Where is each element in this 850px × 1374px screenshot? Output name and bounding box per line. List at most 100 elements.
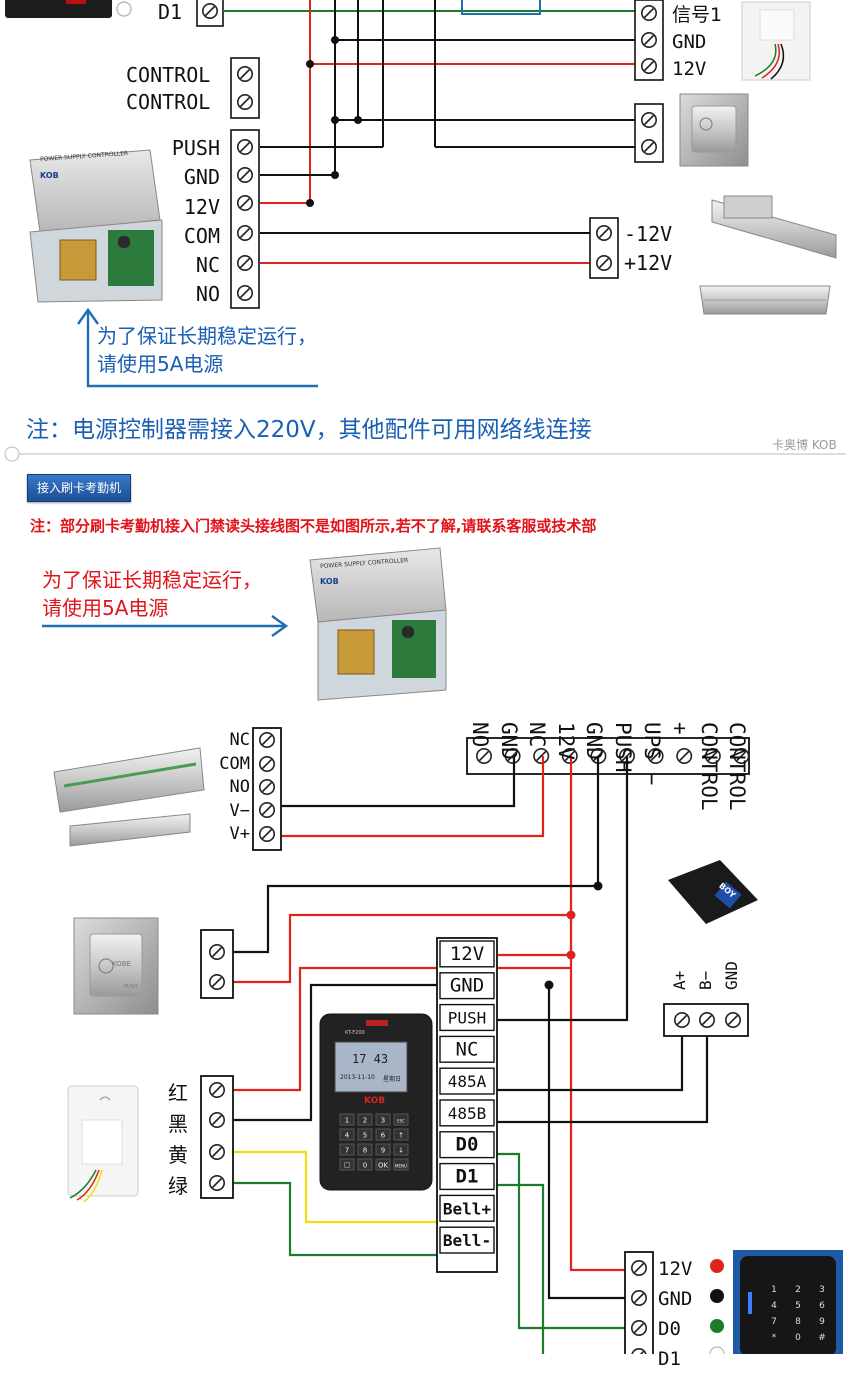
machine-terminal-label: GND: [450, 975, 484, 997]
top-psu-note-line1: 为了保证长期稳定运行，: [97, 324, 317, 348]
keypad-key: [375, 1128, 391, 1141]
keypad-key-label: 4: [345, 1132, 350, 1140]
top-control-label-2: CONTROL: [126, 90, 211, 114]
keypad-key: [357, 1128, 373, 1141]
psu-screw: [533, 747, 550, 765]
top-reader-device: [5, 0, 132, 18]
attendance-machine-button[interactable]: 接入刷卡考勤机: [27, 474, 131, 502]
psu-screw: [475, 747, 493, 765]
bottom-psu-image-brand: KOB: [320, 577, 339, 586]
bottom-psu-arrow: [42, 615, 289, 637]
bell-black-label: 黑: [168, 1112, 188, 1136]
top-psu-com-label: COM: [183, 223, 220, 248]
exit-button-mark: PUSH: [124, 984, 138, 990]
maglock-no-label: NO: [229, 777, 250, 797]
maglock-vneg-label: V−: [229, 800, 250, 821]
bottom-wires: [233, 756, 709, 1354]
top-psu-image-brand: KOB: [40, 171, 59, 180]
top-button-terminal: [634, 103, 664, 163]
reader-key-label: #: [818, 1333, 826, 1343]
bottom-junctions-red: [566, 910, 576, 960]
bottom-psu-label: GND: [582, 722, 607, 760]
bottom-button-terminal: [200, 929, 234, 999]
machine-terminal-cell: [439, 1194, 495, 1222]
doorbell-image: [67, 1085, 139, 1203]
top-lock-labels: -12V +12V: [624, 220, 672, 278]
machine-terminal-label: 12V: [450, 943, 484, 965]
bottom-psu-note-line2: 请使用5A电源: [42, 596, 169, 620]
keypad-key-label: 5: [363, 1132, 367, 1140]
keypad-key: [339, 1113, 355, 1126]
bell-red-wire: [233, 966, 571, 1092]
top-psu-nc-label: NC: [195, 253, 220, 278]
machine-terminal-label: 485A: [448, 1072, 487, 1091]
machine-screen-date: 2013-11-10: [340, 1074, 375, 1081]
reader-12v-label: 12V: [658, 1258, 693, 1280]
top-wall-reader-image: [741, 1, 811, 81]
bell-yellow-label: 黄: [168, 1143, 188, 1167]
reader-key-label: 1: [771, 1285, 777, 1295]
top-psu-note: 为了保证长期稳定运行， 请使用5A电源: [97, 322, 317, 378]
bell-red-label: 红: [168, 1081, 188, 1105]
top-control-labels: CONTROL CONTROL: [126, 62, 210, 116]
top-psu-gnd-label: GND: [183, 165, 220, 190]
bottom-psu-label: PUSH: [611, 722, 635, 773]
machine-screen-number: 17 43: [352, 1052, 389, 1066]
keypad-key: [357, 1158, 373, 1171]
top-exit-button-image: [679, 93, 749, 167]
bottom-psu-note: 为了保证长期稳定运行， 请使用5A电源: [42, 566, 262, 622]
watermark: 卡奥博 KOB: [772, 438, 837, 452]
bottom-reader-terminal: [624, 1251, 654, 1354]
reader-d0-label: D0: [658, 1318, 681, 1340]
bottom-junctions: [544, 881, 603, 990]
keypad-key-label: MENU: [395, 1164, 407, 1169]
top-psu-terminal: [230, 129, 260, 309]
keypad-key: [393, 1113, 409, 1126]
keypad-key-label: 8: [363, 1147, 367, 1155]
bottom-psu-label: GND: [496, 722, 521, 760]
machine-terminal-label: 485B: [448, 1104, 487, 1123]
converter-image: [668, 860, 758, 924]
top-lock-neg-label: -12V: [624, 222, 673, 246]
machine-terminal-cell: [439, 1226, 495, 1254]
top-control-label-1: CONTROL: [126, 63, 211, 87]
bottom-maglock-labels: NC COM NO V− V+: [208, 729, 250, 847]
maglock-vpos-label: V+: [229, 824, 250, 844]
machine-terminal-label: Bell-: [443, 1231, 491, 1250]
top-bottom-note: 注：电源控制器需接入220V，其他配件可用网络线连接: [26, 417, 592, 443]
psu-screw: [676, 747, 693, 765]
keypad-key-label: ESC: [397, 1119, 405, 1124]
top-psu-12v-label: 12V: [183, 194, 220, 219]
bottom-psu-note-line1: 为了保证长期稳定运行，: [42, 568, 262, 592]
top-psu-arrow: [77, 307, 318, 388]
machine-terminal-label: PUSH: [448, 1009, 487, 1028]
reader-key-label: 9: [819, 1317, 825, 1327]
maglock-nc-label: NC: [229, 730, 250, 750]
reader-color-dots: [709, 1259, 725, 1354]
top-psu-image: [29, 149, 163, 303]
machine-brand: KOB: [364, 1096, 386, 1106]
maglock-com-label: COM: [219, 753, 250, 774]
machine-terminal-cell: [439, 1067, 495, 1095]
reader-key-label: 0: [795, 1333, 801, 1343]
top-lock-pos-label: +12V: [624, 251, 673, 275]
top-d1-label: D1: [158, 0, 183, 24]
bottom-reader-image: [733, 1250, 843, 1354]
machine-terminal-label: Bell+: [443, 1199, 492, 1218]
top-psu-no-label: NO: [195, 282, 220, 307]
machine-terminal-cell: [439, 1131, 495, 1159]
top-reader-12v-label: 12V: [672, 58, 707, 80]
keypad-key: [375, 1158, 391, 1171]
machine-terminal-label: D1: [456, 1166, 479, 1188]
bottom-psu-label: CONTROL: [725, 722, 750, 811]
keypad-key: [393, 1143, 409, 1156]
keypad-key: [339, 1158, 355, 1171]
bottom-psu-label: 12V: [553, 722, 578, 760]
top-psu-push-label: PUSH: [171, 136, 220, 160]
top-maglock-image: [699, 285, 831, 315]
converter-term-label: GND: [722, 961, 741, 990]
bottom-maglock-image: [53, 747, 205, 847]
